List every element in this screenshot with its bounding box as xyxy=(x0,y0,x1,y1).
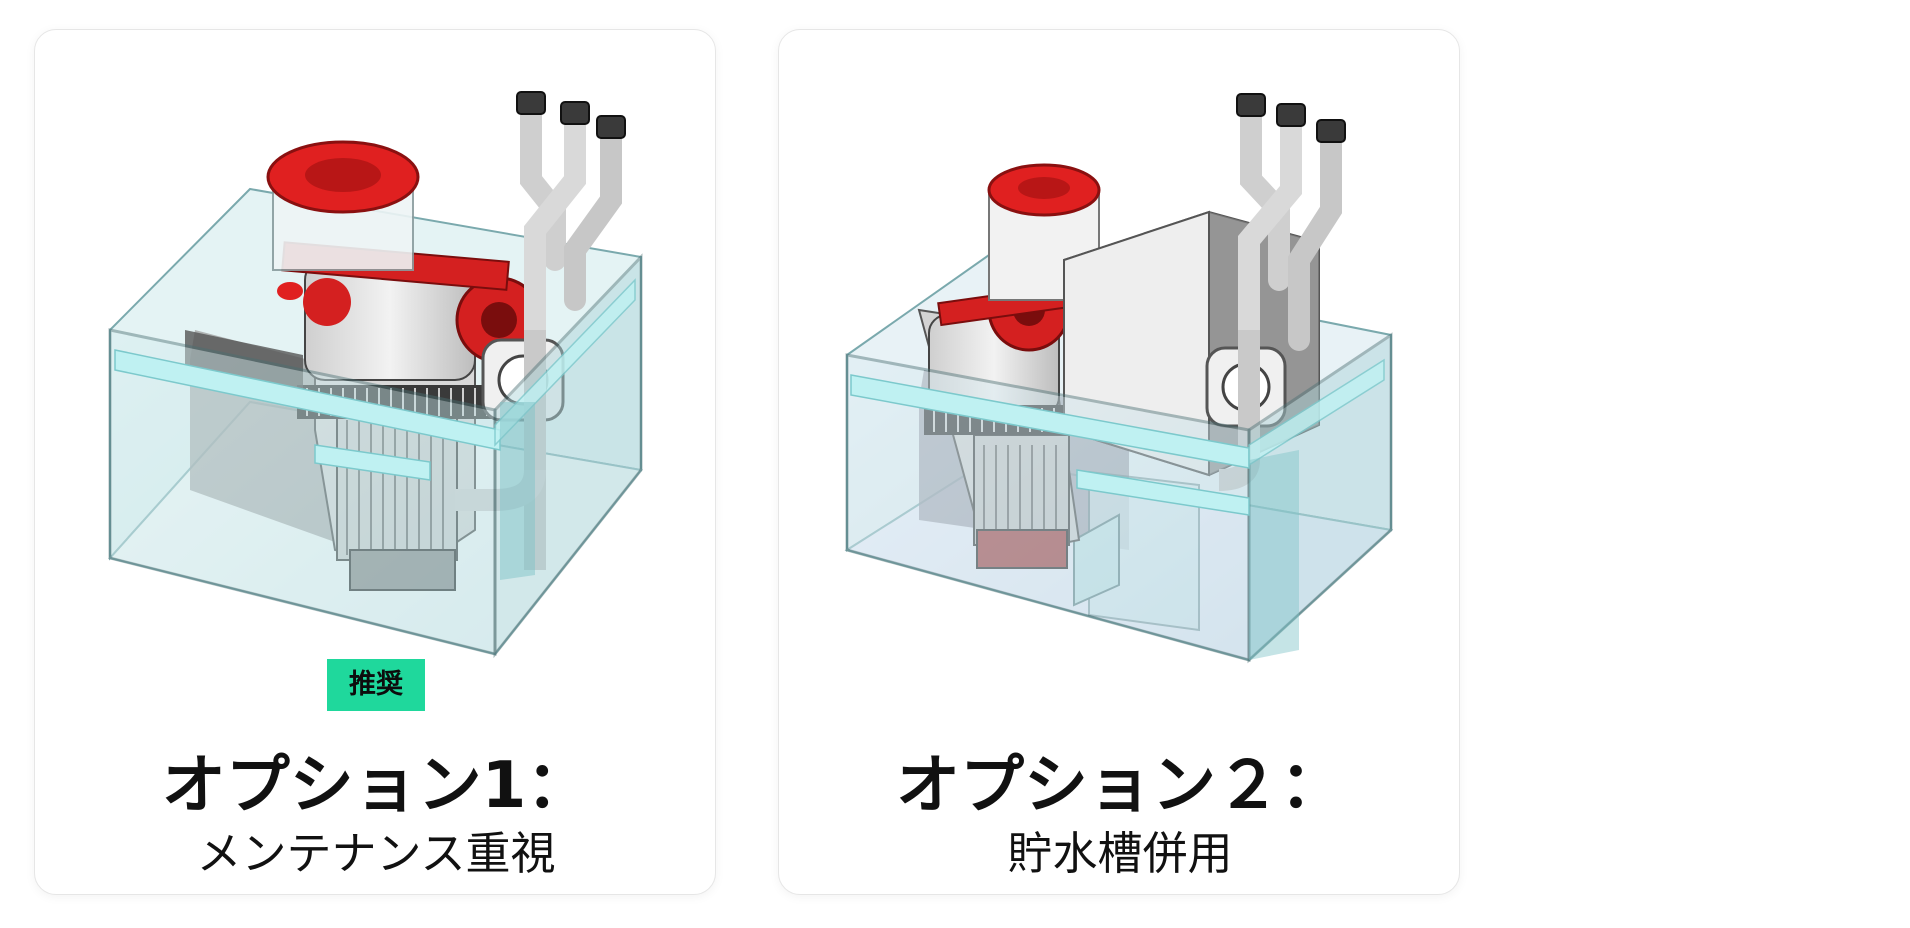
recommended-badge: 推奨 xyxy=(327,659,425,711)
option-1-subtitle: メンテナンス重視 xyxy=(196,827,556,880)
option-1-filter-illustration xyxy=(108,91,643,659)
option-2-card[interactable]: オプション２： 貯水槽併用 xyxy=(778,29,1460,895)
option-1-title: オプション1： xyxy=(161,749,591,823)
option-2-title: オプション２： xyxy=(896,749,1344,823)
option-2-filter-illustration xyxy=(844,93,1394,664)
option-2-subtitle: 貯水槽併用 xyxy=(1007,827,1233,880)
option-1-card[interactable]: 推奨 オプション1： メンテナンス重視 xyxy=(34,29,716,895)
